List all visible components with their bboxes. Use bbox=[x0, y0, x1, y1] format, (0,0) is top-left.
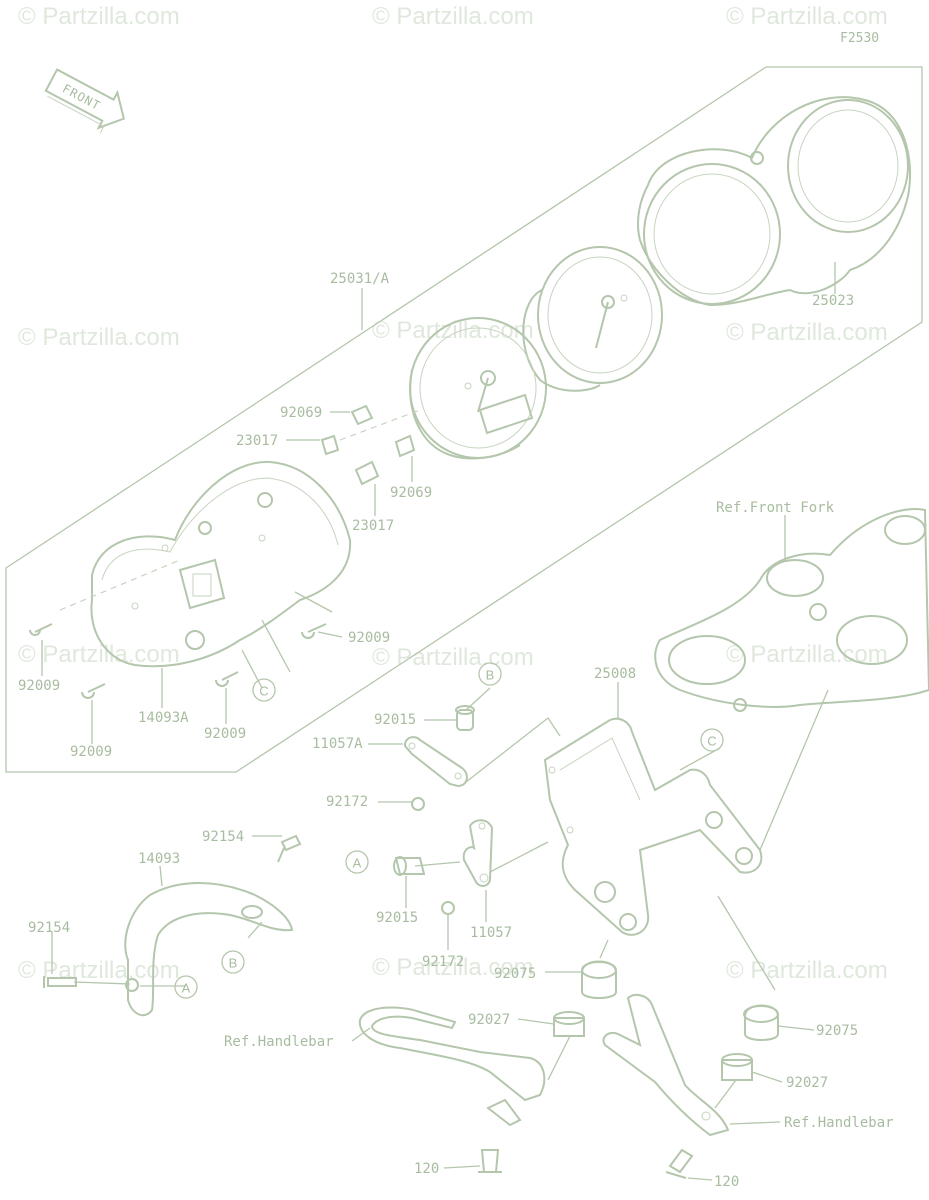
bulb-sockets bbox=[320, 404, 416, 486]
callout-120: 120 bbox=[714, 1174, 739, 1190]
front-arrow-icon: FRONT bbox=[44, 68, 126, 134]
callout-92069: 92069 bbox=[390, 485, 432, 501]
svg-text:A: A bbox=[182, 981, 191, 996]
svg-text:A: A bbox=[353, 856, 362, 871]
collar-92015-upper bbox=[455, 705, 475, 731]
handlebar-clamp-left bbox=[358, 1006, 546, 1127]
callout-14093A: 14093A bbox=[138, 710, 189, 726]
callout-92009: 92009 bbox=[70, 744, 112, 760]
assembly-dash bbox=[59, 559, 181, 611]
callout-23017: 23017 bbox=[236, 433, 278, 449]
callout-25031A: 25031/A bbox=[330, 271, 390, 287]
watermark: © Partzilla.com bbox=[18, 324, 180, 351]
watermark: © Partzilla.com bbox=[372, 3, 534, 30]
watermark: © Partzilla.com bbox=[372, 317, 534, 344]
meter-bracket-25008 bbox=[543, 717, 763, 936]
screws-92009 bbox=[29, 623, 327, 699]
stay-11057 bbox=[462, 819, 494, 887]
watermark: © Partzilla.com bbox=[18, 957, 180, 984]
callout-92154: 92154 bbox=[28, 920, 70, 936]
callout-92172: 92172 bbox=[422, 954, 464, 970]
watermark: © Partzilla.com bbox=[726, 3, 888, 30]
callout-92069: 92069 bbox=[280, 405, 322, 421]
assembly-dash bbox=[339, 409, 421, 441]
ref-marker-c: C bbox=[700, 728, 724, 752]
callout-11057: 11057 bbox=[470, 925, 512, 941]
ref-marker-a: A bbox=[345, 850, 369, 874]
callout-92009: 92009 bbox=[18, 678, 60, 694]
stay-11057A bbox=[403, 736, 468, 788]
collars-92027 bbox=[553, 1011, 753, 1081]
watermark: © Partzilla.com bbox=[18, 3, 180, 30]
callout-23017: 23017 bbox=[352, 518, 394, 534]
assembly-group-outline bbox=[5, 66, 923, 773]
part-callouts: 25031/A 25023 92069 23017 92069 23017 92… bbox=[18, 271, 894, 1190]
reference-markers: C B C A B A bbox=[174, 662, 724, 999]
watermarks: © Partzilla.com © Partzilla.com © Partzi… bbox=[18, 3, 888, 984]
svg-text:C: C bbox=[259, 684, 268, 699]
meter-case-25023 bbox=[637, 96, 912, 307]
bolts-120 bbox=[478, 1148, 694, 1179]
cover-14093 bbox=[124, 882, 294, 1017]
callout-92015: 92015 bbox=[374, 712, 416, 728]
callout-92009: 92009 bbox=[348, 630, 390, 646]
ref-marker-c: C bbox=[252, 678, 276, 702]
meter-cover-14093A bbox=[90, 460, 352, 668]
ref-handlebar-label: Ref.Handlebar bbox=[784, 1115, 894, 1131]
watermark: © Partzilla.com bbox=[726, 957, 888, 984]
leader-lines bbox=[41, 262, 836, 1181]
svg-text:B: B bbox=[486, 668, 495, 683]
grommets-92075 bbox=[581, 960, 779, 1041]
watermark: © Partzilla.com bbox=[372, 954, 534, 981]
callout-92075: 92075 bbox=[494, 966, 536, 982]
tachometer-gauge bbox=[522, 246, 663, 392]
callout-92154: 92154 bbox=[202, 829, 244, 845]
svg-text:B: B bbox=[229, 956, 238, 971]
callout-14093: 14093 bbox=[138, 851, 180, 867]
ref-front-fork-label: Ref.Front Fork bbox=[716, 500, 835, 516]
callout-11057A: 11057A bbox=[312, 736, 363, 752]
callout-92015: 92015 bbox=[376, 910, 418, 926]
figure-code: F2530 bbox=[840, 31, 879, 46]
watermark: © Partzilla.com bbox=[18, 641, 180, 668]
callout-25008: 25008 bbox=[594, 666, 636, 682]
svg-text:C: C bbox=[707, 734, 716, 749]
nut-92172-upper bbox=[411, 797, 425, 811]
ref-marker-a: A bbox=[174, 975, 198, 999]
front-arrow-label: FRONT bbox=[60, 81, 103, 113]
handlebar-clamp-right bbox=[602, 993, 730, 1137]
ref-marker-b: B bbox=[221, 950, 245, 974]
collar-92015-lower bbox=[393, 856, 426, 876]
callout-92075: 92075 bbox=[816, 1023, 858, 1039]
callout-120: 120 bbox=[414, 1161, 439, 1177]
ref-marker-b: B bbox=[478, 662, 502, 686]
callout-92172: 92172 bbox=[326, 794, 368, 810]
watermark: © Partzilla.com bbox=[372, 644, 534, 671]
callout-92027: 92027 bbox=[786, 1075, 828, 1091]
callout-92027: 92027 bbox=[468, 1012, 510, 1028]
speedometer-gauge bbox=[409, 317, 547, 460]
callout-92009: 92009 bbox=[204, 726, 246, 742]
watermark: © Partzilla.com bbox=[726, 319, 888, 346]
nut-92172-lower bbox=[441, 901, 455, 915]
screws-92154 bbox=[43, 834, 302, 988]
front-fork-top-bracket bbox=[654, 508, 929, 712]
callout-25023: 25023 bbox=[812, 293, 854, 309]
ref-handlebar-label: Ref.Handlebar bbox=[224, 1034, 334, 1050]
